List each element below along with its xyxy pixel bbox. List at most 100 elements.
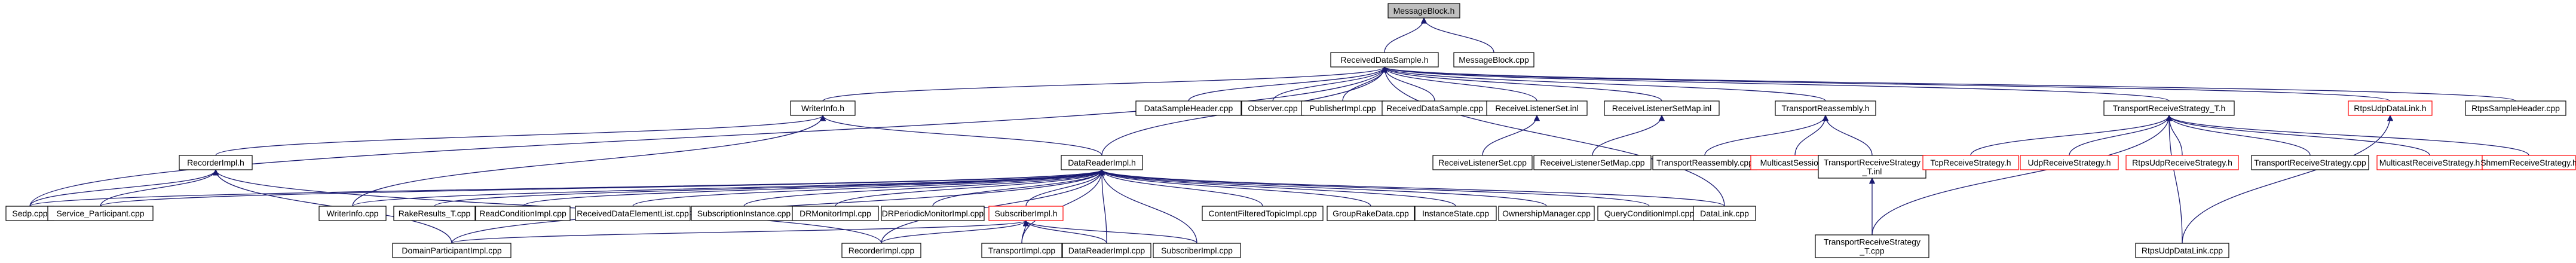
node-box	[792, 206, 879, 221]
node-label: SubscriberImpl.h	[994, 209, 1057, 218]
node-transportreceivestrategy-cpp[interactable]: TransportReceiveStrategy.cpp	[2251, 155, 2369, 170]
node-receiveddatasample-cpp[interactable]: ReceivedDataSample.cpp	[1382, 100, 1488, 116]
edge-datareaderimpl_h-to-writerinfo_cpp	[352, 169, 1105, 207]
node-label: Service_Participant.cpp	[56, 209, 144, 218]
node-box	[2348, 100, 2433, 116]
node-udpreceivestrategy-h[interactable]: UdpReceiveStrategy.h	[2020, 155, 2119, 170]
node-box	[1498, 206, 1595, 221]
node-box	[881, 206, 985, 221]
edge-writerinfo_h-to-writerinfo_cpp	[352, 114, 826, 207]
node-label: DataReaderImpl.h	[1068, 158, 1136, 167]
node-subscriptioninstance-cpp[interactable]: SubscriptionInstance.cpp	[691, 206, 797, 221]
node-label: MessageBlock.cpp	[1459, 55, 1529, 65]
node-label: RakeResults_T.cpp	[399, 209, 471, 218]
edge-transportreassembly_h-to-transportreceivestrategy_t_inl	[1822, 114, 1873, 156]
edge-transportreceivestrategy_t_h-to-transportreceivestrategy_cpp	[2165, 114, 2311, 156]
node-box	[1453, 52, 1534, 68]
node-label: DataSampleHeader.cpp	[1144, 103, 1233, 113]
node-datalink-cpp[interactable]: DataLink.cpp	[1693, 206, 1756, 221]
node-instancestate-cpp[interactable]: InstanceState.cpp	[1414, 206, 1497, 221]
node-queryconditionimpl-cpp[interactable]: QueryConditionImpl.cpp	[1597, 206, 1701, 221]
node-transportreassembly-h[interactable]: TransportReassembly.h	[1775, 100, 1876, 116]
node-box	[475, 206, 571, 221]
node-recorderimpl-cpp[interactable]: RecorderImpl.cpp	[841, 243, 921, 258]
node-ownershipmanager-cpp[interactable]: OwnershipManager.cpp	[1498, 206, 1595, 221]
node-label: ReceiveListenerSetMap.inl	[1612, 103, 1712, 113]
node-readconditionimpl-cpp[interactable]: ReadConditionImpl.cpp	[475, 206, 571, 221]
node-receivelistenerset-cpp[interactable]: ReceiveListenerSet.cpp	[1432, 155, 1533, 170]
node-receivelistenersetmap-cpp[interactable]: ReceiveListenerSetMap.cpp	[1533, 155, 1652, 170]
node-label: ContentFilteredTopicImpl.cpp	[1208, 209, 1317, 218]
node-rtpsudpdatalink-cpp[interactable]: RtpsUdpDataLink.cpp	[2135, 243, 2229, 258]
node-service-participant-cpp[interactable]: Service_Participant.cpp	[47, 206, 154, 221]
node-label: InstanceState.cpp	[1422, 209, 1489, 218]
node-transportimpl-cpp[interactable]: TransportImpl.cpp	[981, 243, 1062, 258]
edge-receiveddatasample_h-to-rtpsudpdatalink_h	[1382, 66, 2391, 102]
node-label: ReceiveListenerSet.inl	[1495, 103, 1578, 113]
node-transportreceivestrategy-t-cpp[interactable]: TransportReceiveStrategy_T.cpp	[1815, 234, 1929, 258]
node-subscriberimpl-cpp[interactable]: SubscriberImpl.cpp	[1153, 243, 1241, 258]
node-label: MulticastReceiveStrategy.h	[2379, 158, 2480, 167]
node-box	[2103, 100, 2235, 116]
node-writerinfo-h[interactable]: WriterInfo.h	[790, 100, 856, 116]
edge-datareaderimpl_h-to-subscriberimpl_h	[1025, 169, 1105, 207]
node-observer-cpp[interactable]: Observer.cpp	[1241, 100, 1304, 116]
edge-transportreassembly_h-to-multicastsession_h	[1794, 114, 1829, 156]
node-label: DRMonitorImpl.cpp	[800, 209, 871, 218]
node-rakeresults-t-cpp[interactable]: RakeResults_T.cpp	[393, 206, 476, 221]
node-publisherimpl-cpp[interactable]: PublisherImpl.cpp	[1301, 100, 1385, 116]
node-box	[1062, 243, 1151, 258]
node-label: TransportReceiveStrategy_T.h	[2113, 103, 2226, 113]
node-box	[393, 206, 476, 221]
node-drperiodicmonitorimpl-cpp[interactable]: DRPeriodicMonitorImpl.cpp	[881, 206, 985, 221]
node-datasampleheader-cpp[interactable]: DataSampleHeader.cpp	[1135, 100, 1242, 116]
node-datareaderimpl-h[interactable]: DataReaderImpl.h	[1061, 155, 1143, 170]
node-transportreassembly-cpp[interactable]: TransportReassembly.cpp	[1652, 155, 1757, 170]
node-multicastreceivestrategy-h[interactable]: MulticastReceiveStrategy.h	[2376, 155, 2483, 170]
node-writerinfo-cpp[interactable]: WriterInfo.cpp	[318, 206, 387, 221]
edge-receiveddatasample_h-to-writerinfo_h	[822, 66, 1387, 102]
node-datareaderimpl-cpp[interactable]: DataReaderImpl.cpp	[1062, 243, 1151, 258]
node-contentfilteredtopicimpl-cpp[interactable]: ContentFilteredTopicImpl.cpp	[1202, 206, 1324, 221]
node-receiveddataelementlist-cpp[interactable]: ReceivedDataElementList.cpp	[575, 206, 691, 221]
node-recorderimpl-h[interactable]: RecorderImpl.h	[179, 155, 253, 170]
node-receiveddatasample-h[interactable]: ReceivedDataSample.h	[1330, 52, 1439, 68]
node-box	[1486, 100, 1588, 116]
node-box	[2125, 155, 2239, 170]
node-box	[1533, 155, 1652, 170]
node-label: ReceivedDataSample.cpp	[1386, 103, 1483, 113]
node-label: DRPeriodicMonitorImpl.cpp	[882, 209, 984, 218]
edge-datareaderimpl_h-to-datareaderimpl_cpp	[1098, 169, 1107, 244]
node-domainparticipantimpl-cpp[interactable]: DomainParticipantImpl.cpp	[392, 243, 511, 258]
node-tcpreceivestrategy-h[interactable]: TcpReceiveStrategy.h	[1922, 155, 2019, 170]
edge-receiveddatasample_h-to-rtpssampleheader_cpp	[1382, 66, 2516, 102]
node-messageblock-cpp[interactable]: MessageBlock.cpp	[1453, 52, 1534, 68]
node-rtpssampleheader-cpp[interactable]: RtpsSampleHeader.cpp	[2465, 100, 2566, 116]
node-subscriberimpl-h[interactable]: SubscriberImpl.h	[988, 206, 1064, 221]
node-sedp-cpp[interactable]: Sedp.cpp	[5, 206, 54, 221]
edge-datareaderimpl_h-to-queryconditionimpl_cpp	[1099, 169, 1650, 207]
node-label: WriterInfo.cpp	[327, 209, 379, 218]
node-transportreceivestrategy-t-inl[interactable]: TransportReceiveStrategy_T.inl	[1818, 155, 1926, 179]
node-label: RecorderImpl.cpp	[849, 246, 915, 255]
edge-transportreceivestrategy_t_h-to-multicastreceivestrategy_h	[2165, 114, 2430, 156]
node-label: ReceivedDataSample.h	[1340, 55, 1428, 65]
node-box	[841, 243, 921, 258]
node-shmemreceivestrategy-h[interactable]: ShmemReceiveStrategy.h	[2480, 155, 2576, 170]
node-label: DomainParticipantImpl.cpp	[402, 246, 502, 255]
node-box	[1327, 206, 1415, 221]
edge-messageblock_h-to-receiveddatasample_h	[1384, 17, 1428, 53]
edge-receiveddatasample_h-to-observer_cpp	[1272, 66, 1388, 102]
node-groupraekdata-cpp[interactable]: GroupRakeData.cpp	[1327, 206, 1415, 221]
node-box	[1061, 155, 1143, 170]
edge-datareaderimpl_h-to-ownershipmanager_cpp	[1099, 169, 1547, 207]
node-receivelistenerset-inl[interactable]: ReceiveListenerSet.inl	[1486, 100, 1588, 116]
node-drmonitorimpl-cpp[interactable]: DRMonitorImpl.cpp	[792, 206, 879, 221]
node-rtpsudpdatalink-h[interactable]: RtpsUdpDataLink.h	[2348, 100, 2433, 116]
node-rtpsudpreceivestrategy-h[interactable]: RtpsUdpReceiveStrategy.h	[2125, 155, 2239, 170]
edge-datareaderimpl_h-to-drmonitorimpl_cpp	[835, 169, 1105, 207]
node-label: _T.inl	[1862, 167, 1882, 176]
node-transportreceivestrategy-t-h[interactable]: TransportReceiveStrategy_T.h	[2103, 100, 2235, 116]
edge-subscriberimpl_h-to-recorderimpl_cpp	[881, 219, 1030, 244]
node-receivelistenersetmap-inl[interactable]: ReceiveListenerSetMap.inl	[1604, 100, 1720, 116]
